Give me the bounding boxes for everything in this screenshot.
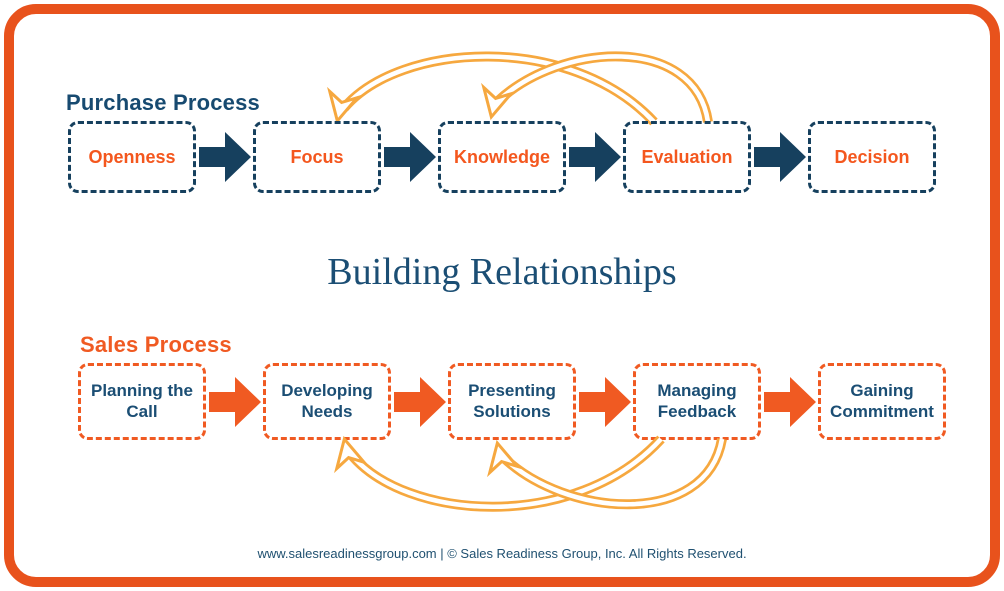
arrowhead-knowledge-icon	[481, 82, 516, 121]
feedback-arrow-evaluation-to-knowledge-icon	[493, 51, 713, 123]
sales-process-row: Planning the Call Developing Needs Prese…	[78, 363, 946, 440]
arrow-right-icon	[383, 132, 436, 182]
sales-step-planning-the-call: Planning the Call	[78, 363, 206, 440]
arrowhead-presenting-solutions-icon	[487, 439, 522, 478]
sales-step-gaining-commitment: Gaining Commitment	[818, 363, 946, 440]
arrow-right-icon	[753, 132, 806, 182]
footer-copyright: www.salesreadinessgroup.com | © Sales Re…	[257, 546, 747, 561]
center-title: Building Relationships	[327, 251, 677, 293]
purchase-feedback-arcs	[327, 51, 713, 126]
feedback-arrow-feedback-to-needs-icon	[346, 435, 665, 512]
arrow-right-icon	[393, 376, 446, 427]
sales-step-managing-feedback: Managing Feedback	[633, 363, 761, 440]
arrow-right-icon	[568, 132, 621, 182]
sales-feedback-arcs	[334, 435, 727, 512]
purchase-step-evaluation: Evaluation	[623, 121, 751, 193]
feedback-arrow-feedback-to-solutions-icon	[499, 437, 727, 510]
purchase-step-knowledge: Knowledge	[438, 121, 566, 193]
purchase-step-decision: Decision	[808, 121, 936, 193]
arrow-right-icon	[578, 376, 631, 427]
arrow-right-icon	[763, 376, 816, 427]
arrow-right-icon	[208, 376, 261, 427]
sales-process-title: Sales Process	[80, 332, 232, 357]
sales-step-presenting-solutions: Presenting Solutions	[448, 363, 576, 440]
feedback-arrow-evaluation-to-focus-icon	[340, 51, 658, 126]
purchase-process-row: Openness Focus Knowledge Evaluation Deci…	[68, 121, 936, 193]
purchase-process-title: Purchase Process	[66, 90, 260, 115]
sales-step-developing-needs: Developing Needs	[263, 363, 391, 440]
purchase-step-focus: Focus	[253, 121, 381, 193]
arrowhead-developing-needs-icon	[334, 435, 369, 474]
arrow-right-icon	[198, 132, 251, 182]
arrowhead-focus-icon	[327, 86, 362, 125]
purchase-step-openness: Openness	[68, 121, 196, 193]
